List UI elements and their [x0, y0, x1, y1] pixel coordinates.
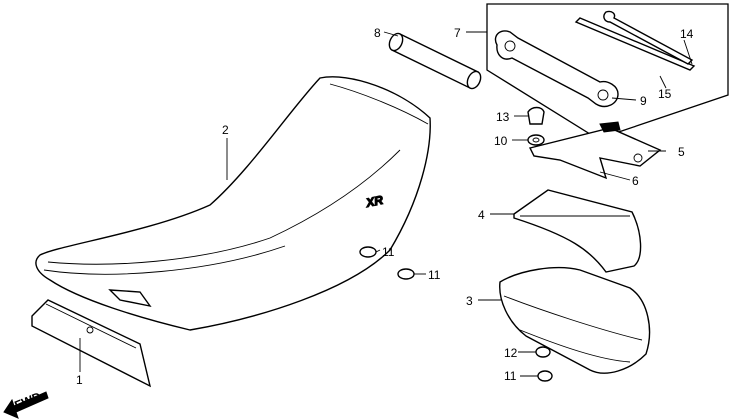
callout-10: 10 — [494, 134, 508, 148]
nut-11-mid — [397, 268, 415, 280]
bolt-13 — [527, 106, 545, 125]
nut-11-upper — [359, 246, 377, 258]
callout-6: 6 — [632, 174, 639, 188]
seat-part — [35, 76, 431, 331]
callout-11-lower: 11 — [504, 369, 517, 383]
washer-12 — [535, 346, 551, 358]
tool-bag-part — [499, 266, 651, 374]
tool-kit-box — [486, 3, 729, 140]
fwd-label: FWD — [13, 389, 44, 412]
callout-14: 14 — [680, 27, 694, 41]
brand-mark-xr: XR — [364, 193, 385, 210]
callout-9: 9 — [640, 94, 647, 108]
front-bracket-part — [31, 299, 152, 388]
callout-12: 12 — [504, 346, 518, 360]
callout-13: 13 — [496, 110, 510, 124]
screwdriver-part — [574, 10, 696, 71]
callout-4: 4 — [478, 208, 485, 222]
callout-11-upper: 11 — [382, 245, 395, 259]
callout-11-mid: 11 — [428, 268, 441, 282]
nut-11-lower — [537, 370, 553, 382]
washer-10 — [527, 134, 545, 146]
fwd-arrow-icon — [3, 391, 49, 419]
callout-2: 2 — [222, 123, 229, 137]
leader-lines — [79, 31, 693, 377]
callout-1: 1 — [76, 373, 83, 387]
wrench-part — [494, 30, 619, 108]
callout-7: 7 — [454, 26, 461, 40]
callout-15: 15 — [658, 87, 672, 101]
callout-8: 8 — [374, 26, 381, 40]
fender-part — [513, 189, 642, 273]
seat-strap-part — [528, 121, 662, 180]
callout-5: 5 — [678, 145, 685, 159]
extension-tube-part — [388, 32, 482, 90]
callout-3: 3 — [466, 294, 473, 308]
